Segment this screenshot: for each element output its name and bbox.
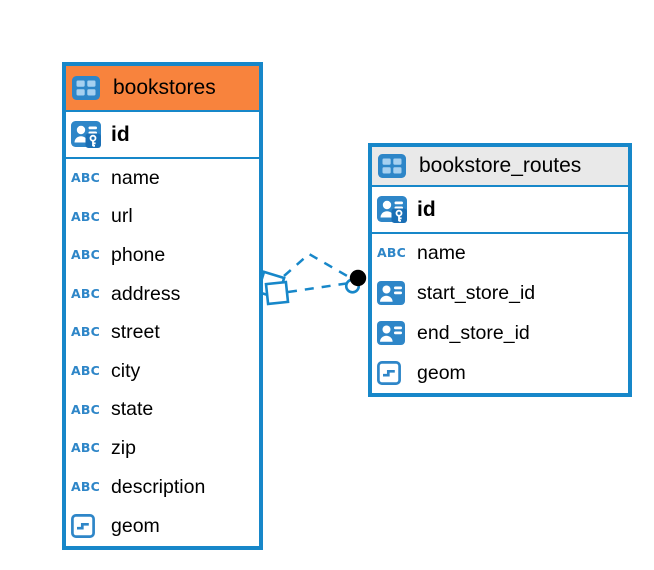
table-bookstore-routes[interactable]: bookstore_routes id ABC name start_store_i… xyxy=(368,143,632,397)
text-type-icon: ABC xyxy=(71,285,103,301)
column-row-geom[interactable]: geom xyxy=(66,506,259,546)
column-label: address xyxy=(111,282,181,305)
table-title: bookstore_routes xyxy=(419,154,582,177)
column-row-street[interactable]: ABC street xyxy=(66,313,259,352)
column-row-address[interactable]: ABC address xyxy=(66,275,259,314)
column-label: url xyxy=(111,205,133,228)
abc-glyph: ABC xyxy=(71,440,100,456)
text-type-icon: ABC xyxy=(71,478,103,494)
geometry-type-icon xyxy=(377,361,409,385)
column-row-phone[interactable]: ABC phone xyxy=(66,236,259,275)
primary-key-label: id xyxy=(417,197,436,221)
geometry-type-icon xyxy=(71,514,103,539)
text-type-icon: ABC xyxy=(71,249,103,262)
table-icon xyxy=(72,76,104,100)
abc-glyph: ABC xyxy=(71,170,100,186)
abc-glyph: ABC xyxy=(71,208,100,224)
abc-glyph: ABC xyxy=(71,401,100,417)
text-type-icon: ABC xyxy=(71,365,103,378)
column-label: geom xyxy=(417,361,466,384)
column-label: state xyxy=(111,398,154,421)
column-row-city[interactable]: ABC city xyxy=(66,352,259,391)
abc-glyph: ABC xyxy=(71,247,100,263)
table-icon xyxy=(378,154,410,178)
abc-glyph: ABC xyxy=(71,324,100,340)
column-row-state[interactable]: ABC state xyxy=(66,391,259,430)
column-label: street xyxy=(111,321,160,344)
column-label: name xyxy=(111,166,160,189)
foreign-key-icon xyxy=(377,281,409,305)
text-type-icon: ABC xyxy=(71,172,103,185)
column-label: start_store_id xyxy=(417,281,536,304)
table-header[interactable]: bookstores xyxy=(66,66,259,112)
column-row-geom[interactable]: geom xyxy=(372,353,628,393)
abc-glyph: ABC xyxy=(377,245,406,261)
text-type-icon: ABC xyxy=(71,401,103,417)
primary-key-row[interactable]: id xyxy=(66,112,259,159)
column-label: end_store_id xyxy=(417,321,530,344)
column-row-name[interactable]: ABC name xyxy=(66,159,259,198)
column-row-start_store_id[interactable]: start_store_id xyxy=(372,273,628,313)
primary-key-icon xyxy=(377,196,409,223)
column-row-end_store_id[interactable]: end_store_id xyxy=(372,313,628,353)
foreign-key-icon xyxy=(377,321,409,345)
table-header[interactable]: bookstore_routes xyxy=(372,147,628,187)
column-row-description[interactable]: ABC description xyxy=(66,468,259,507)
column-row-url[interactable]: ABC url xyxy=(66,198,259,237)
column-row-zip[interactable]: ABC zip xyxy=(66,429,259,468)
text-type-icon: ABC xyxy=(71,442,103,455)
column-label: phone xyxy=(111,243,166,266)
column-label: geom xyxy=(111,514,160,537)
primary-key-label: id xyxy=(111,122,130,146)
text-type-icon: ABC xyxy=(71,208,103,224)
table-title: bookstores xyxy=(113,76,216,99)
column-label: zip xyxy=(111,436,136,459)
relationship-line-lower[interactable] xyxy=(287,281,351,294)
abc-glyph: ABC xyxy=(71,478,100,494)
relationship-line-upper[interactable] xyxy=(283,252,350,279)
column-row-name[interactable]: ABC name xyxy=(372,234,628,273)
primary-key-icon xyxy=(71,121,103,148)
column-label: description xyxy=(111,475,206,498)
column-label: name xyxy=(417,242,466,264)
text-type-icon: ABC xyxy=(71,326,103,339)
text-type-icon: ABC xyxy=(377,247,409,260)
abc-glyph: ABC xyxy=(71,363,100,379)
abc-glyph: ABC xyxy=(71,285,100,301)
endpoint-dot-marker[interactable] xyxy=(344,269,367,294)
primary-key-row[interactable]: id xyxy=(372,187,628,234)
column-label: city xyxy=(111,359,141,382)
